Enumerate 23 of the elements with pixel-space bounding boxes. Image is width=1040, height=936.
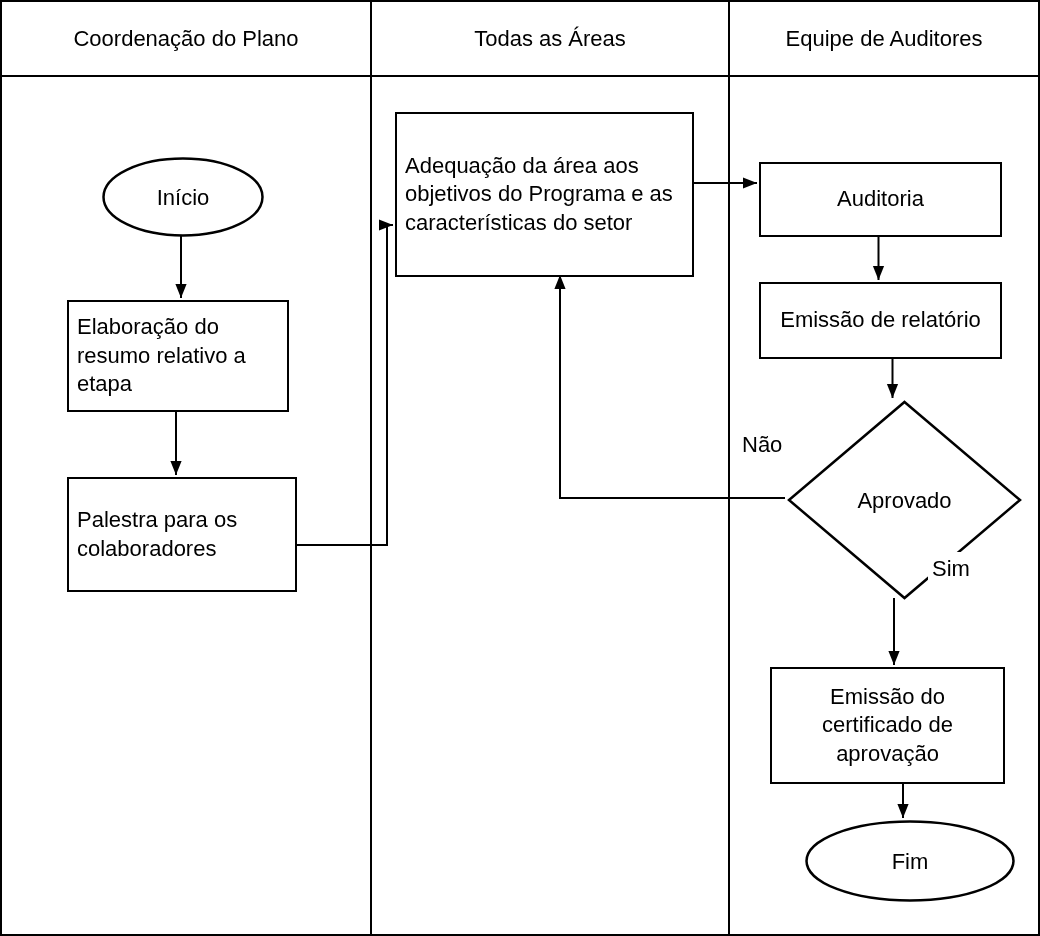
process-box: Elaboração do resumo relativo a etapa (67, 300, 289, 412)
lane-header: Todas as Áreas (372, 2, 728, 77)
process-box: Auditoria (759, 162, 1002, 237)
arrow (175, 234, 187, 299)
process-box: Emissão do certificado de aprovação (770, 667, 1005, 784)
arrow (897, 781, 909, 819)
arrow (691, 177, 758, 189)
swimlane (370, 0, 730, 936)
swimlane (728, 0, 1040, 936)
process-box: Emissão de relatório (759, 282, 1002, 359)
arrow (170, 409, 182, 476)
process-box: Palestra para os colaboradores (67, 477, 297, 592)
swimlane (0, 0, 372, 936)
arrow (554, 274, 786, 499)
lane-header: Equipe de Auditores (730, 2, 1038, 77)
arrow (294, 219, 394, 546)
process-box: Adequação da área aos objetivos do Programa e as características do setor (395, 112, 694, 277)
terminal-ellipse: Fim (805, 820, 1015, 902)
arrow (888, 597, 900, 666)
lane-header: Coordenação do Plano (2, 2, 370, 77)
arrow (872, 234, 885, 281)
arrow (886, 356, 899, 399)
terminal-ellipse: Início (102, 157, 264, 237)
